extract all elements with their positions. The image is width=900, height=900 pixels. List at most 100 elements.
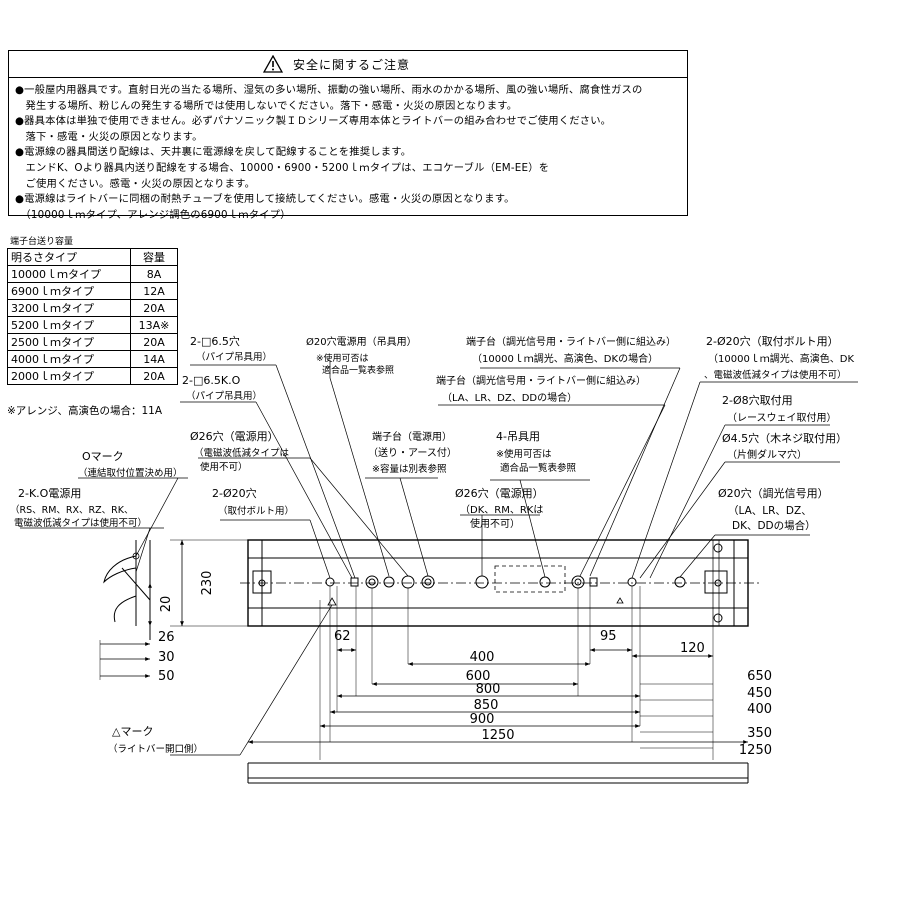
dim-26: 26: [158, 630, 175, 645]
label-bolt-hole-20-left-note: （取付ボルト用）: [218, 505, 294, 517]
dim-20: 20: [159, 596, 174, 613]
dim-right-1250: 1250: [739, 743, 772, 758]
label-ko-power-cond-2: 電磁波低減タイプは使用不可）: [14, 517, 147, 529]
label-power-hole-20: Ø20穴電源用（吊具用）: [306, 335, 417, 348]
label-power-hole-26-cond-2: 使用不可）: [200, 461, 248, 473]
label-signal-terminal-2-cond: （LA、LR、DZ、DDの場合）: [442, 391, 577, 404]
dim-95: 95: [600, 629, 617, 644]
light-bar-rail: [247, 762, 749, 784]
safety-line: 落下・感電・火災の原因となります。: [15, 130, 203, 143]
label-signal-terminal: 端子台（調光信号用・ライトバー側に組込み）: [466, 335, 676, 348]
table-header-row: 明るさタイプ 容量: [7, 248, 178, 266]
fixture-side-view: [103, 540, 151, 640]
fixture-top-view: [240, 539, 760, 627]
label-power-terminal-note: ※容量は別表参照: [372, 463, 447, 475]
dim-30: 30: [158, 650, 175, 665]
label-pipe-hanger-2: （パイプ吊具用）: [186, 390, 262, 402]
label-pipe-hanger: （パイプ吊具用）: [196, 351, 272, 363]
dimension-lines: [99, 539, 748, 760]
label-power-hole-26: Ø26穴（電源用）: [190, 429, 279, 443]
label-o-mark-note: （連結取付位置決め用）: [78, 467, 183, 479]
power-hole-20: [383, 576, 395, 588]
dim-800: 800: [476, 682, 501, 697]
table-cell: 20A: [130, 299, 178, 317]
dim-50: 50: [158, 669, 175, 684]
table-cell: 2500ｌｍタイプ: [7, 333, 131, 351]
power-hole-26-left: [401, 575, 415, 589]
power-hole-26-center: [475, 575, 489, 589]
safety-notice-box: 安全に関するご注意 ●一般屋内用器具です。直射日光の当たる場所、湿気の多い場所、…: [8, 50, 688, 221]
callout-labels: 2-□6.5穴 （パイプ吊具用） 2-□6.5K.O （パイプ吊具用） Ø20穴…: [10, 334, 855, 755]
table-cell: 20A: [130, 367, 178, 385]
table-cell: 3200ｌｍタイプ: [7, 299, 131, 317]
bolt-hole-right: [627, 577, 637, 587]
label-square-hole-65: 2-□6.5穴: [190, 334, 240, 348]
capacity-table-title: 端子台送り容量: [10, 237, 74, 247]
label-power-terminal: 端子台（電源用）: [372, 430, 452, 443]
warning-triangle-icon: [263, 55, 283, 73]
bolt-hole-left: [325, 577, 335, 587]
label-raceway: （レースウェイ取付用）: [727, 411, 837, 424]
knockout-hole: [365, 575, 379, 589]
label-triangle-mark-note: （ライトバー開口側）: [108, 743, 203, 755]
dim-900: 900: [470, 712, 495, 727]
safety-notice-lines: ●一般屋内用器具です。直射日光の当たる場所、湿気の多い場所、振動の強い場所、雨水…: [15, 83, 642, 223]
safety-line: エンドK、Oより器具内送り配線をする場合、10000・6900・5200ｌｍタイ…: [15, 161, 550, 174]
safety-line: ●器具本体は単独で使用できません。必ずパナソニック製ＩＤシリーズ専用本体とライト…: [15, 115, 612, 128]
marks: [132, 552, 624, 606]
safety-line: ●電源線はライトバーに同梱の耐熱チューブを使用して接続してください。感電・火災の…: [15, 193, 515, 206]
label-bolt-hole-20-left: 2-Ø20穴: [212, 486, 257, 500]
table-cell: 6900ｌｍタイプ: [7, 282, 131, 300]
dim-right-650: 650: [747, 669, 772, 684]
label-signal-hole-20-cond-2: DK、DDの場合）: [732, 519, 816, 532]
column-header: 容量: [130, 248, 178, 266]
signal-hole-20: [674, 576, 686, 588]
label-bolt-hole-cond: （10000ｌｍ調光、高演色、DK: [708, 352, 855, 365]
label-bolt-hole-20: 2-Ø20穴（取付ボルト用）: [706, 334, 839, 348]
dim-600: 600: [466, 669, 491, 684]
label-signal-terminal-2: 端子台（調光信号用・ライトバー側に組込み）: [436, 374, 646, 387]
triangle-mark-small-icon: [616, 597, 624, 604]
label-usage-note-2: 適合品一覧表参照: [322, 364, 394, 376]
label-triangle-mark: △マーク: [112, 725, 153, 738]
label-square-ko-65: 2-□6.5K.O: [182, 374, 241, 387]
label-power-hole-26-center: Ø26穴（電源用）: [455, 486, 544, 500]
label-hole-8: 2-Ø8穴取付用: [722, 393, 793, 407]
label-bolt-hole-cond-2: 、電磁波低減タイプは使用不可）: [704, 369, 847, 381]
square-ko-hole: [589, 577, 598, 587]
label-power-hole-26-center-cond: （DK、RM、RKは: [460, 504, 543, 516]
o-mark-icon: [132, 552, 140, 560]
label-power-hole-26-cond: （電磁波低減タイプは: [194, 447, 290, 459]
label-signal-hole-20-cond: （LA、LR、DZ、: [728, 505, 812, 517]
safety-line: ご使用ください。感電・火災の原因となります。: [15, 177, 256, 190]
dim-1250: 1250: [481, 728, 514, 743]
capacity-table-note: ※アレンジ、高演色の場合：11A: [7, 405, 163, 417]
leader-lines: [20, 360, 858, 756]
label-ko-power-cond: （RS、RM、RX、RZ、RK、: [10, 504, 133, 516]
dim-850: 850: [474, 698, 499, 713]
safety-notice-title: 安全に関するご注意: [293, 58, 411, 72]
safety-line: 発生する場所、粉じんの発生する場所では使用しないでください。落下・感電・火災の原…: [15, 99, 518, 112]
dim-62: 62: [334, 629, 351, 644]
label-hole-45: Ø4.5穴（木ネジ取付用）: [722, 431, 847, 445]
label-signal-terminal-cond: （10000ｌｍ調光、高演色、DKの場合）: [472, 352, 658, 365]
label-hanger-note-2: 適合品一覧表参照: [500, 462, 577, 474]
safety-line: （10000ｌｍタイプ、アレンジ調色の6900ｌｍタイプ）: [15, 208, 291, 221]
safety-line: ●一般屋内用器具です。直射日光の当たる場所、湿気の多い場所、振動の強い場所、雨水…: [15, 84, 643, 96]
dim-right-450: 450: [747, 686, 772, 701]
triangle-mark-icon: [327, 597, 337, 606]
square-hole-65: [350, 577, 359, 587]
safety-line: ●電源線の器具間送り配線は、天井裏に電源線を戻して配線することを推奨します。: [15, 146, 412, 159]
table-cell: 2000ｌｍタイプ: [7, 367, 131, 385]
label-power-terminal-feed: （送り・アース付）: [368, 446, 457, 459]
dim-right-400: 400: [747, 702, 772, 717]
dim-230: 230: [200, 571, 215, 596]
label-usage-note: ※使用可否は: [316, 352, 369, 364]
label-power-hole-26-center-cond-2: 使用不可）: [470, 517, 520, 530]
dim-right-350: 350: [747, 726, 772, 741]
label-hanger-note: ※使用可否は: [496, 448, 552, 460]
label-hanger-4: 4-吊具用: [496, 430, 540, 443]
